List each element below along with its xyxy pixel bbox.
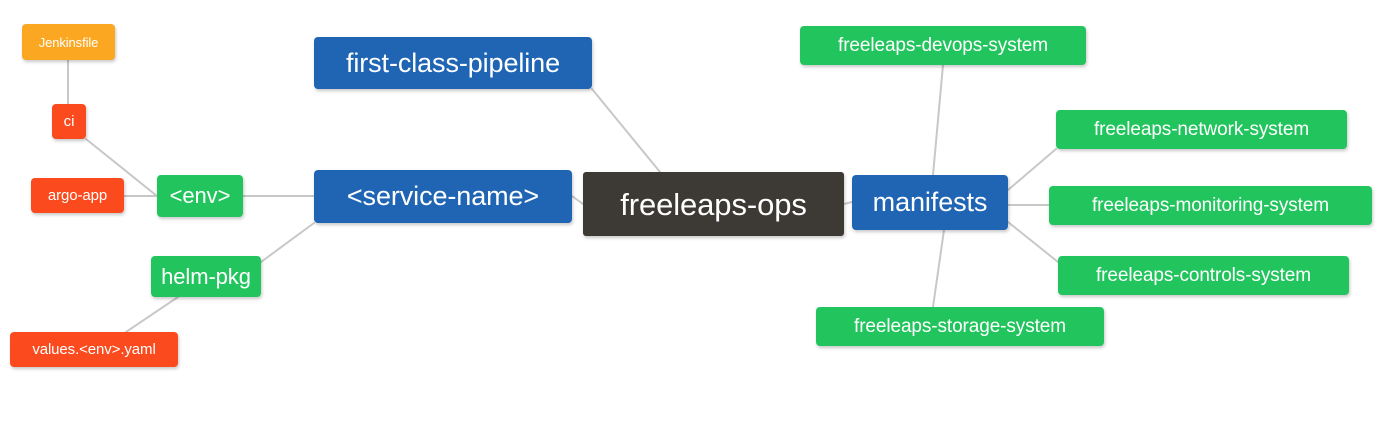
node-argo-app[interactable]: argo-app	[31, 178, 124, 213]
node-freeleaps-storage-system[interactable]: freeleaps-storage-system	[816, 307, 1104, 346]
node-env[interactable]: <env>	[157, 175, 243, 217]
node-label: first-class-pipeline	[345, 47, 561, 78]
edge-manifests-to-freeleaps-network-system	[1007, 148, 1057, 191]
node-first-class-pipeline[interactable]: first-class-pipeline	[314, 37, 592, 89]
node-freeleaps-ops[interactable]: freeleaps-ops	[583, 172, 844, 236]
node-service-name[interactable]: <service-name>	[314, 170, 572, 223]
edge-helm-pkg-to-values-env-yaml	[125, 296, 179, 333]
node-label: freeleaps-network-system	[1093, 119, 1310, 140]
node-label: helm-pkg	[161, 263, 251, 289]
edge-first-class-pipeline-to-freeleaps-ops	[591, 88, 661, 173]
node-manifests[interactable]: manifests	[852, 175, 1008, 230]
node-values-env-yaml[interactable]: values.<env>.yaml	[10, 332, 178, 367]
node-label: freeleaps-monitoring-system	[1092, 195, 1329, 216]
node-label: argo-app	[47, 187, 108, 204]
node-label: freeleaps-storage-system	[854, 316, 1066, 337]
node-ci[interactable]: ci	[52, 104, 86, 139]
node-label: <env>	[169, 183, 231, 208]
edge-service-name-to-helm-pkg	[260, 222, 315, 263]
node-freeleaps-controls-system[interactable]: freeleaps-controls-system	[1058, 256, 1349, 295]
node-label: freeleaps-devops-system	[838, 35, 1048, 56]
node-label: <service-name>	[346, 181, 540, 211]
node-label: ci	[63, 113, 75, 130]
node-label: manifests	[872, 187, 988, 217]
node-jenkinsfile[interactable]: Jenkinsfile	[22, 24, 115, 60]
node-label: Jenkinsfile	[38, 34, 99, 50]
node-label: values.<env>.yaml	[32, 341, 156, 358]
edge-manifests-to-freeleaps-devops-system	[932, 64, 944, 176]
node-freeleaps-monitoring-system[interactable]: freeleaps-monitoring-system	[1049, 186, 1372, 225]
edge-freeleaps-ops-to-manifests	[843, 201, 853, 205]
node-freeleaps-devops-system[interactable]: freeleaps-devops-system	[800, 26, 1086, 65]
edge-manifests-to-freeleaps-storage-system	[932, 229, 945, 308]
edge-manifests-to-freeleaps-controls-system	[1007, 221, 1059, 263]
node-label: freeleaps-ops	[620, 186, 807, 222]
node-label: freeleaps-controls-system	[1095, 265, 1312, 286]
node-helm-pkg[interactable]: helm-pkg	[151, 256, 261, 297]
edge-service-name-to-freeleaps-ops	[571, 195, 584, 205]
node-freeleaps-network-system[interactable]: freeleaps-network-system	[1056, 110, 1347, 149]
